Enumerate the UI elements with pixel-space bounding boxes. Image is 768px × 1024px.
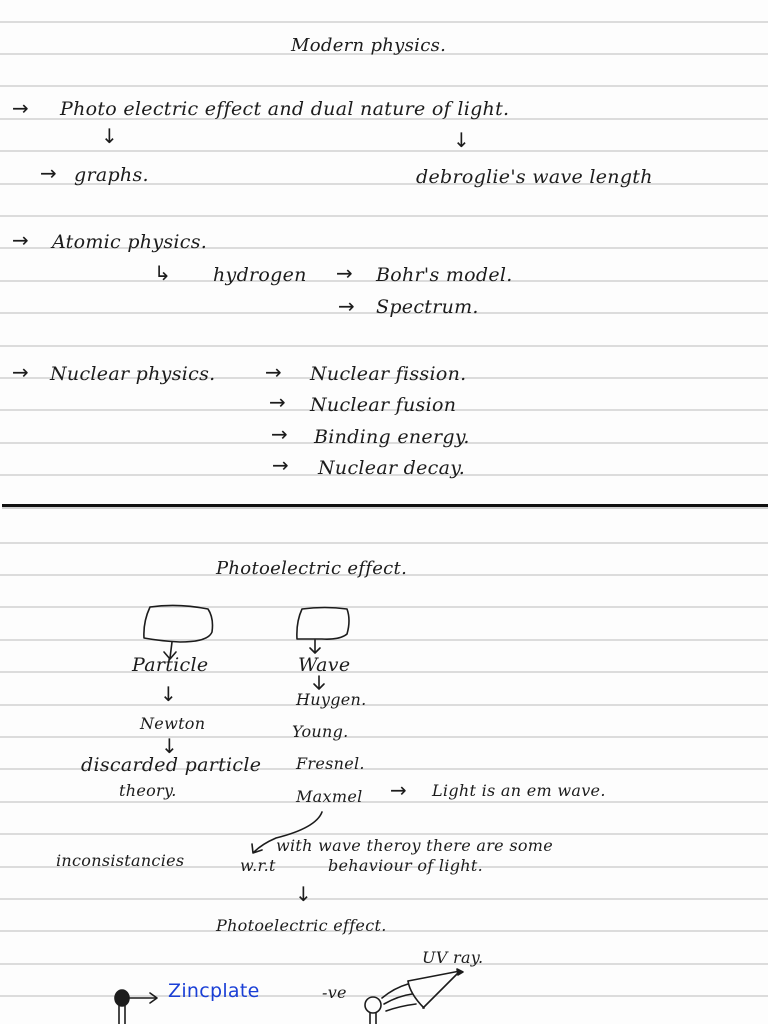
right-arrow-icon: →	[12, 360, 29, 384]
inconsistency-line1: with wave theroy there are some	[276, 836, 554, 855]
down-arrow-icon: ↓	[453, 128, 470, 152]
ruled-line	[0, 866, 768, 868]
down-arrow-icon: ↓	[161, 734, 178, 758]
section2-heading: Photoelectric effect.	[216, 558, 408, 579]
down-arrow-icon: ↓	[101, 124, 118, 148]
page-title: Modern physics.	[291, 35, 447, 56]
wave-huygen-arrow-head	[313, 683, 325, 690]
particle-note-line1: discarded particle	[81, 754, 262, 776]
wave-huygen: Huygen.	[296, 690, 367, 709]
nuclear-binding-energy: Binding energy.	[314, 426, 470, 448]
atomic-hydrogen: hydrogen	[213, 264, 307, 286]
wave-young: Young.	[292, 722, 349, 741]
wave-box	[296, 606, 350, 640]
ruled-line	[0, 704, 768, 706]
ruled-line	[0, 801, 768, 803]
particle-note-line2: theory.	[119, 781, 177, 800]
ruled-line	[0, 183, 768, 185]
right-arrow-icon: →	[12, 228, 29, 252]
section2-subheading: Photoelectric effect.	[216, 916, 387, 935]
ruled-line	[0, 542, 768, 544]
ruled-line	[0, 247, 768, 249]
particle-label: Particle	[132, 654, 209, 676]
ruled-line	[0, 150, 768, 152]
ruled-line	[0, 442, 768, 444]
particle-newton: Newton	[140, 714, 206, 733]
right-arrow-icon: →	[12, 96, 29, 120]
ruled-line	[0, 574, 768, 576]
inconsistencies-label: inconsistancies	[56, 851, 185, 870]
ruled-line	[0, 409, 768, 411]
ruled-line	[0, 930, 768, 932]
uv-ray-label: UV ray.	[422, 948, 484, 967]
section-separator	[2, 504, 768, 507]
nuclear-decay: Nuclear decay.	[318, 457, 466, 479]
wave-fresnel: Fresnel.	[296, 754, 365, 773]
wave-box-arrow-head	[309, 647, 321, 654]
ruled-line	[0, 833, 768, 835]
right-arrow-icon: →	[390, 778, 407, 802]
ruled-line	[0, 995, 768, 997]
topic-nuclear: Nuclear physics.	[50, 363, 216, 385]
right-arrow-icon: →	[269, 390, 286, 414]
uv-ray-source	[456, 968, 464, 976]
atomic-bohr-model: Bohr's model.	[376, 264, 513, 286]
ruled-line	[0, 671, 768, 673]
right-arrow-icon: →	[265, 360, 282, 384]
section-separator-shadow	[2, 507, 768, 509]
nuclear-fusion: Nuclear fusion	[310, 394, 457, 416]
wrt-label: w.r.t	[240, 856, 276, 875]
branch-debroglie: debroglie's wave length	[416, 166, 653, 188]
branch-graphs: graphs.	[74, 164, 149, 186]
ruled-line	[0, 118, 768, 120]
maxwell-note: Light is an em wave.	[432, 781, 606, 800]
ruled-line	[0, 85, 768, 87]
ruled-line	[0, 377, 768, 379]
down-arrow-icon: ↓	[295, 882, 312, 906]
right-arrow-icon: →	[336, 261, 353, 285]
down-arrow-icon: ↓	[160, 682, 177, 706]
ruled-line	[0, 345, 768, 347]
inconsistency-line2: behaviour of light.	[328, 856, 484, 875]
negative-charge-label: -ve	[322, 983, 347, 1002]
zincplate-label: Zincplate	[168, 980, 260, 1002]
emission-line-3	[385, 1003, 417, 1012]
zinc-plate-knob	[114, 989, 130, 1007]
electroscope-ball	[364, 996, 382, 1014]
ruled-line	[0, 898, 768, 900]
ruled-line	[0, 474, 768, 476]
particle-box	[143, 604, 214, 643]
ruled-line	[0, 53, 768, 55]
ruled-line	[0, 280, 768, 282]
ruled-line	[0, 768, 768, 770]
topic-photoelectric: Photo electric effect and dual nature of…	[60, 98, 510, 120]
uv-ray-top	[407, 970, 461, 982]
wave-label: Wave	[298, 654, 351, 676]
ruled-line	[0, 736, 768, 738]
ruled-line	[0, 21, 768, 23]
nuclear-fission: Nuclear fission.	[310, 363, 467, 385]
ruled-line	[0, 963, 768, 965]
right-arrow-icon: →	[338, 294, 355, 318]
right-arrow-icon: →	[271, 422, 288, 446]
right-arrow-icon: →	[40, 161, 57, 185]
ruled-line	[0, 312, 768, 314]
ruled-line	[0, 606, 768, 608]
ruled-line	[0, 639, 768, 641]
hook-arrow-icon: ↳	[154, 261, 171, 285]
atomic-spectrum: Spectrum.	[376, 296, 479, 318]
uv-ray-bottom	[422, 970, 461, 1009]
topic-atomic: Atomic physics.	[52, 231, 208, 253]
ruled-line	[0, 215, 768, 217]
right-arrow-icon: →	[272, 453, 289, 477]
wave-maxwell: Maxmel	[296, 787, 363, 806]
curved-arrow-head	[251, 843, 263, 854]
